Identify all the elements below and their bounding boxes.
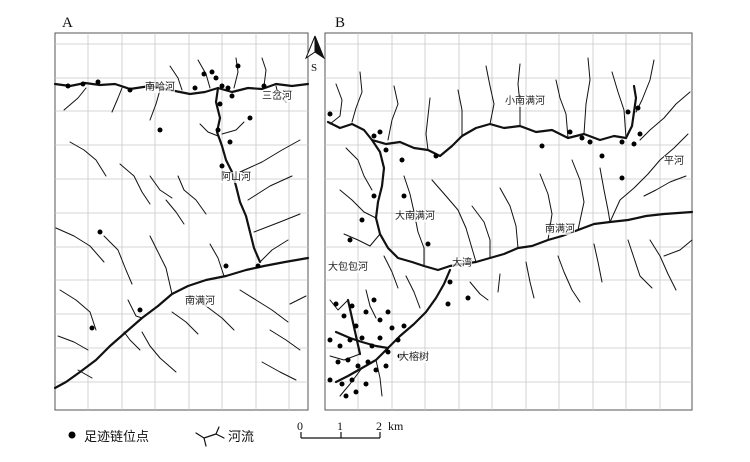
legend-river-icon <box>195 426 225 447</box>
river-label-b-darongshu: 大榕树 <box>399 352 429 363</box>
panel-a-rivers <box>53 57 310 390</box>
scale-unit: km <box>388 419 404 433</box>
river-label-b-danannan: 大南满河 <box>395 211 435 222</box>
north-arrow-icon <box>304 35 326 60</box>
river-label-a-ashan: 阿山河 <box>221 172 251 183</box>
panel-a-points <box>65 63 267 331</box>
scale-tick-2: 2 <box>376 419 382 433</box>
scale-tick-0: 0 <box>297 419 303 433</box>
river-label-a-nanha: 南哈河 <box>145 82 175 93</box>
river-label-b-dabaobao: 大包包河 <box>328 262 368 273</box>
legend-river-label: 河流 <box>228 430 255 445</box>
panel-b-label: B <box>335 15 346 31</box>
scale-tick-1: 1 <box>337 419 343 433</box>
panel-b-grid <box>325 33 692 410</box>
legend-point-label: 足迹链位点 <box>84 430 150 445</box>
river-label-b-ping: 平河 <box>664 156 684 167</box>
scale-bar <box>300 432 381 439</box>
panel-a-label: A <box>62 15 73 31</box>
river-label-a-sancha: 三岔河 <box>262 91 292 102</box>
river-label-b-nanman: 南满河 <box>545 224 575 235</box>
panel-a-grid <box>55 33 308 410</box>
north-arrow-letter: S <box>311 62 318 74</box>
legend-point-icon <box>68 431 76 439</box>
panel-a-frame <box>54 32 309 411</box>
river-label-a-nanman: 南满河 <box>185 296 215 307</box>
panel-b-frame <box>324 32 693 411</box>
panel-b-points <box>327 105 643 399</box>
river-label-b-xiaonanman: 小南满河 <box>505 96 545 107</box>
river-label-b-dawan: 大湾 <box>452 258 472 269</box>
